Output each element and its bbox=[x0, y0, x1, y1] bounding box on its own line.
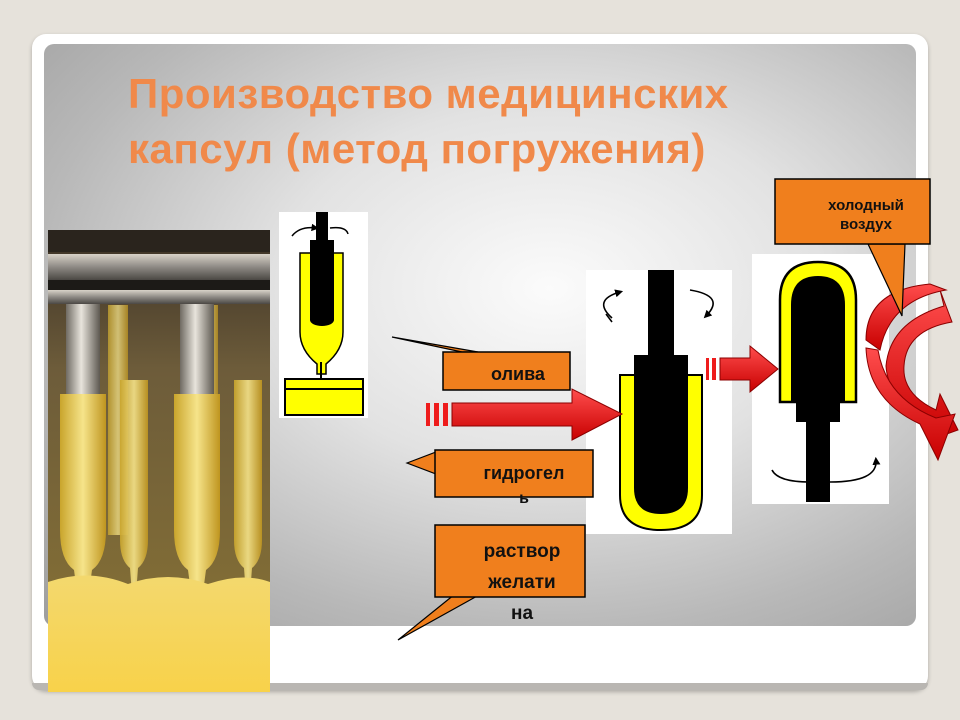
cold-air-label-1: холодный bbox=[828, 197, 904, 214]
title-line-1: Производство медицинских bbox=[128, 70, 729, 117]
rotation-arrow-icon bbox=[689, 289, 714, 319]
slide-title: Производство медицинских капсул (метод п… bbox=[128, 66, 888, 176]
hydrogel-label-1: гидрогел bbox=[484, 463, 565, 483]
cooling-step-panel bbox=[752, 254, 889, 504]
coating-step-panel bbox=[586, 270, 732, 534]
gelatin-label-3: на bbox=[511, 603, 533, 624]
callout-oliva: олива bbox=[391, 336, 571, 391]
process-arrow-icon bbox=[719, 344, 779, 394]
callout-cold-air: холодный воздух bbox=[774, 178, 931, 317]
gelatin-label-1: раствор bbox=[484, 541, 561, 562]
hydrogel-label-2: ь bbox=[519, 490, 529, 507]
gelatin-label-2: желати bbox=[487, 572, 555, 593]
flow-arrows bbox=[426, 283, 959, 462]
dip-step-panel bbox=[279, 212, 368, 418]
slide-bottom-bar bbox=[32, 683, 928, 690]
rotation-arrow-icon bbox=[291, 223, 319, 237]
title-line-2: капсул (метод погружения) bbox=[128, 125, 706, 172]
production-photo bbox=[48, 230, 270, 692]
rotation-arrow-icon bbox=[829, 456, 881, 483]
cold-air-label-2: воздух bbox=[840, 216, 893, 233]
callout-hydrogel: гидрогел ь bbox=[405, 449, 594, 507]
callout-gelatin: раствор желати на bbox=[397, 524, 586, 641]
oliva-label: олива bbox=[491, 364, 546, 384]
process-arrow-icon bbox=[451, 388, 624, 441]
